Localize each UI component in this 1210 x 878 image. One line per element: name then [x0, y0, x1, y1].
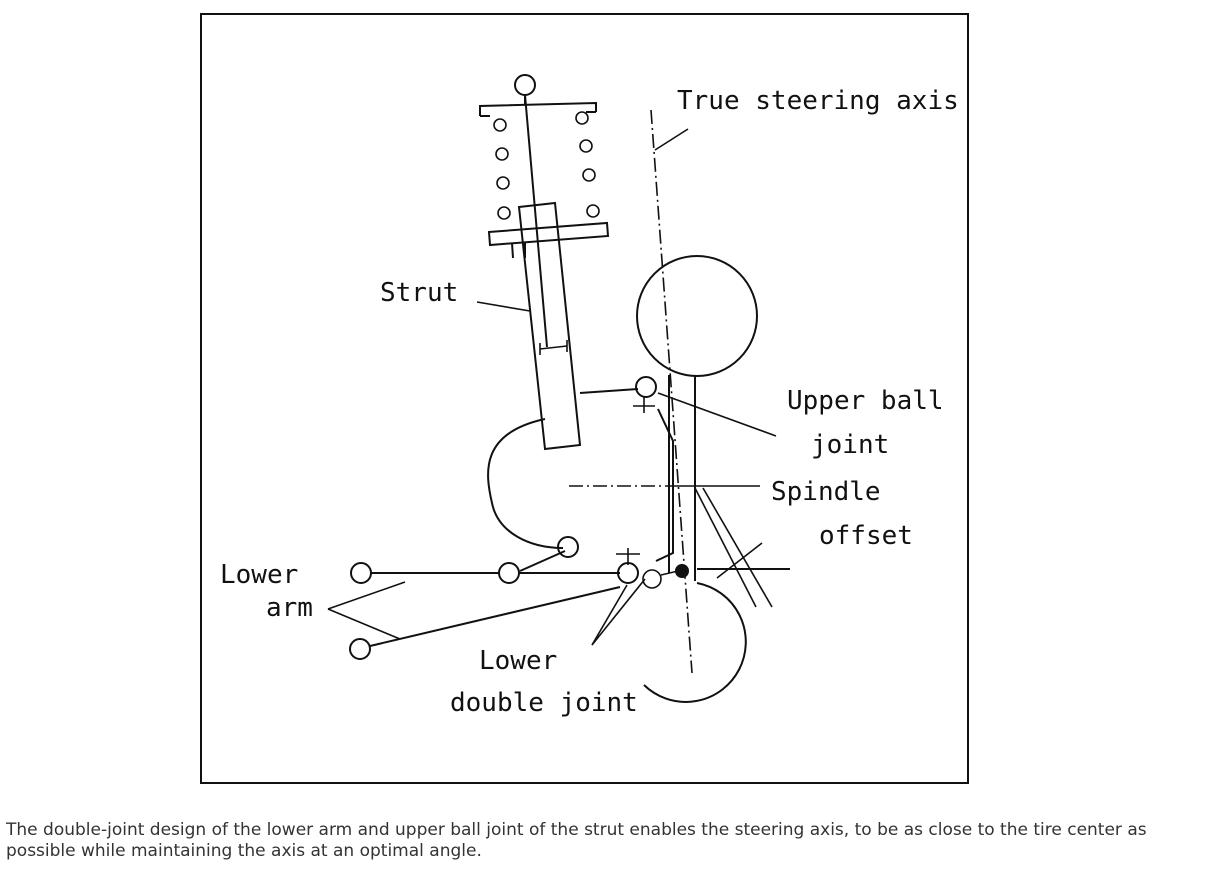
upper-ball-joint: [633, 376, 674, 562]
lower-double-joint: [591, 548, 689, 646]
label-lower-arm-2: arm: [266, 593, 313, 623]
wheel: [636, 255, 790, 703]
label-offset: offset: [819, 521, 913, 551]
label-spindle: Spindle: [771, 477, 881, 507]
label-lower-arm-1: Lower: [220, 560, 298, 590]
label-true-steering-axis: True steering axis: [677, 86, 959, 116]
knuckle: [487, 388, 639, 572]
label-upper-joint: joint: [811, 430, 889, 460]
label-upper-ball: Upper ball: [787, 386, 944, 416]
true-steering-axis-line: [650, 109, 693, 674]
label-strut: Strut: [380, 278, 458, 308]
label-lower-double-2: double joint: [450, 688, 638, 718]
strut-assembly: [479, 74, 610, 451]
diagram-border: [200, 13, 969, 784]
lower-arm: [327, 562, 621, 660]
label-lower-double-1: Lower: [479, 646, 557, 676]
spindle-offset-lines: [569, 485, 773, 608]
suspension-diagram: True steering axis Strut Upper ball join…: [200, 13, 969, 784]
figure-caption: The double-joint design of the lower arm…: [6, 820, 1147, 861]
